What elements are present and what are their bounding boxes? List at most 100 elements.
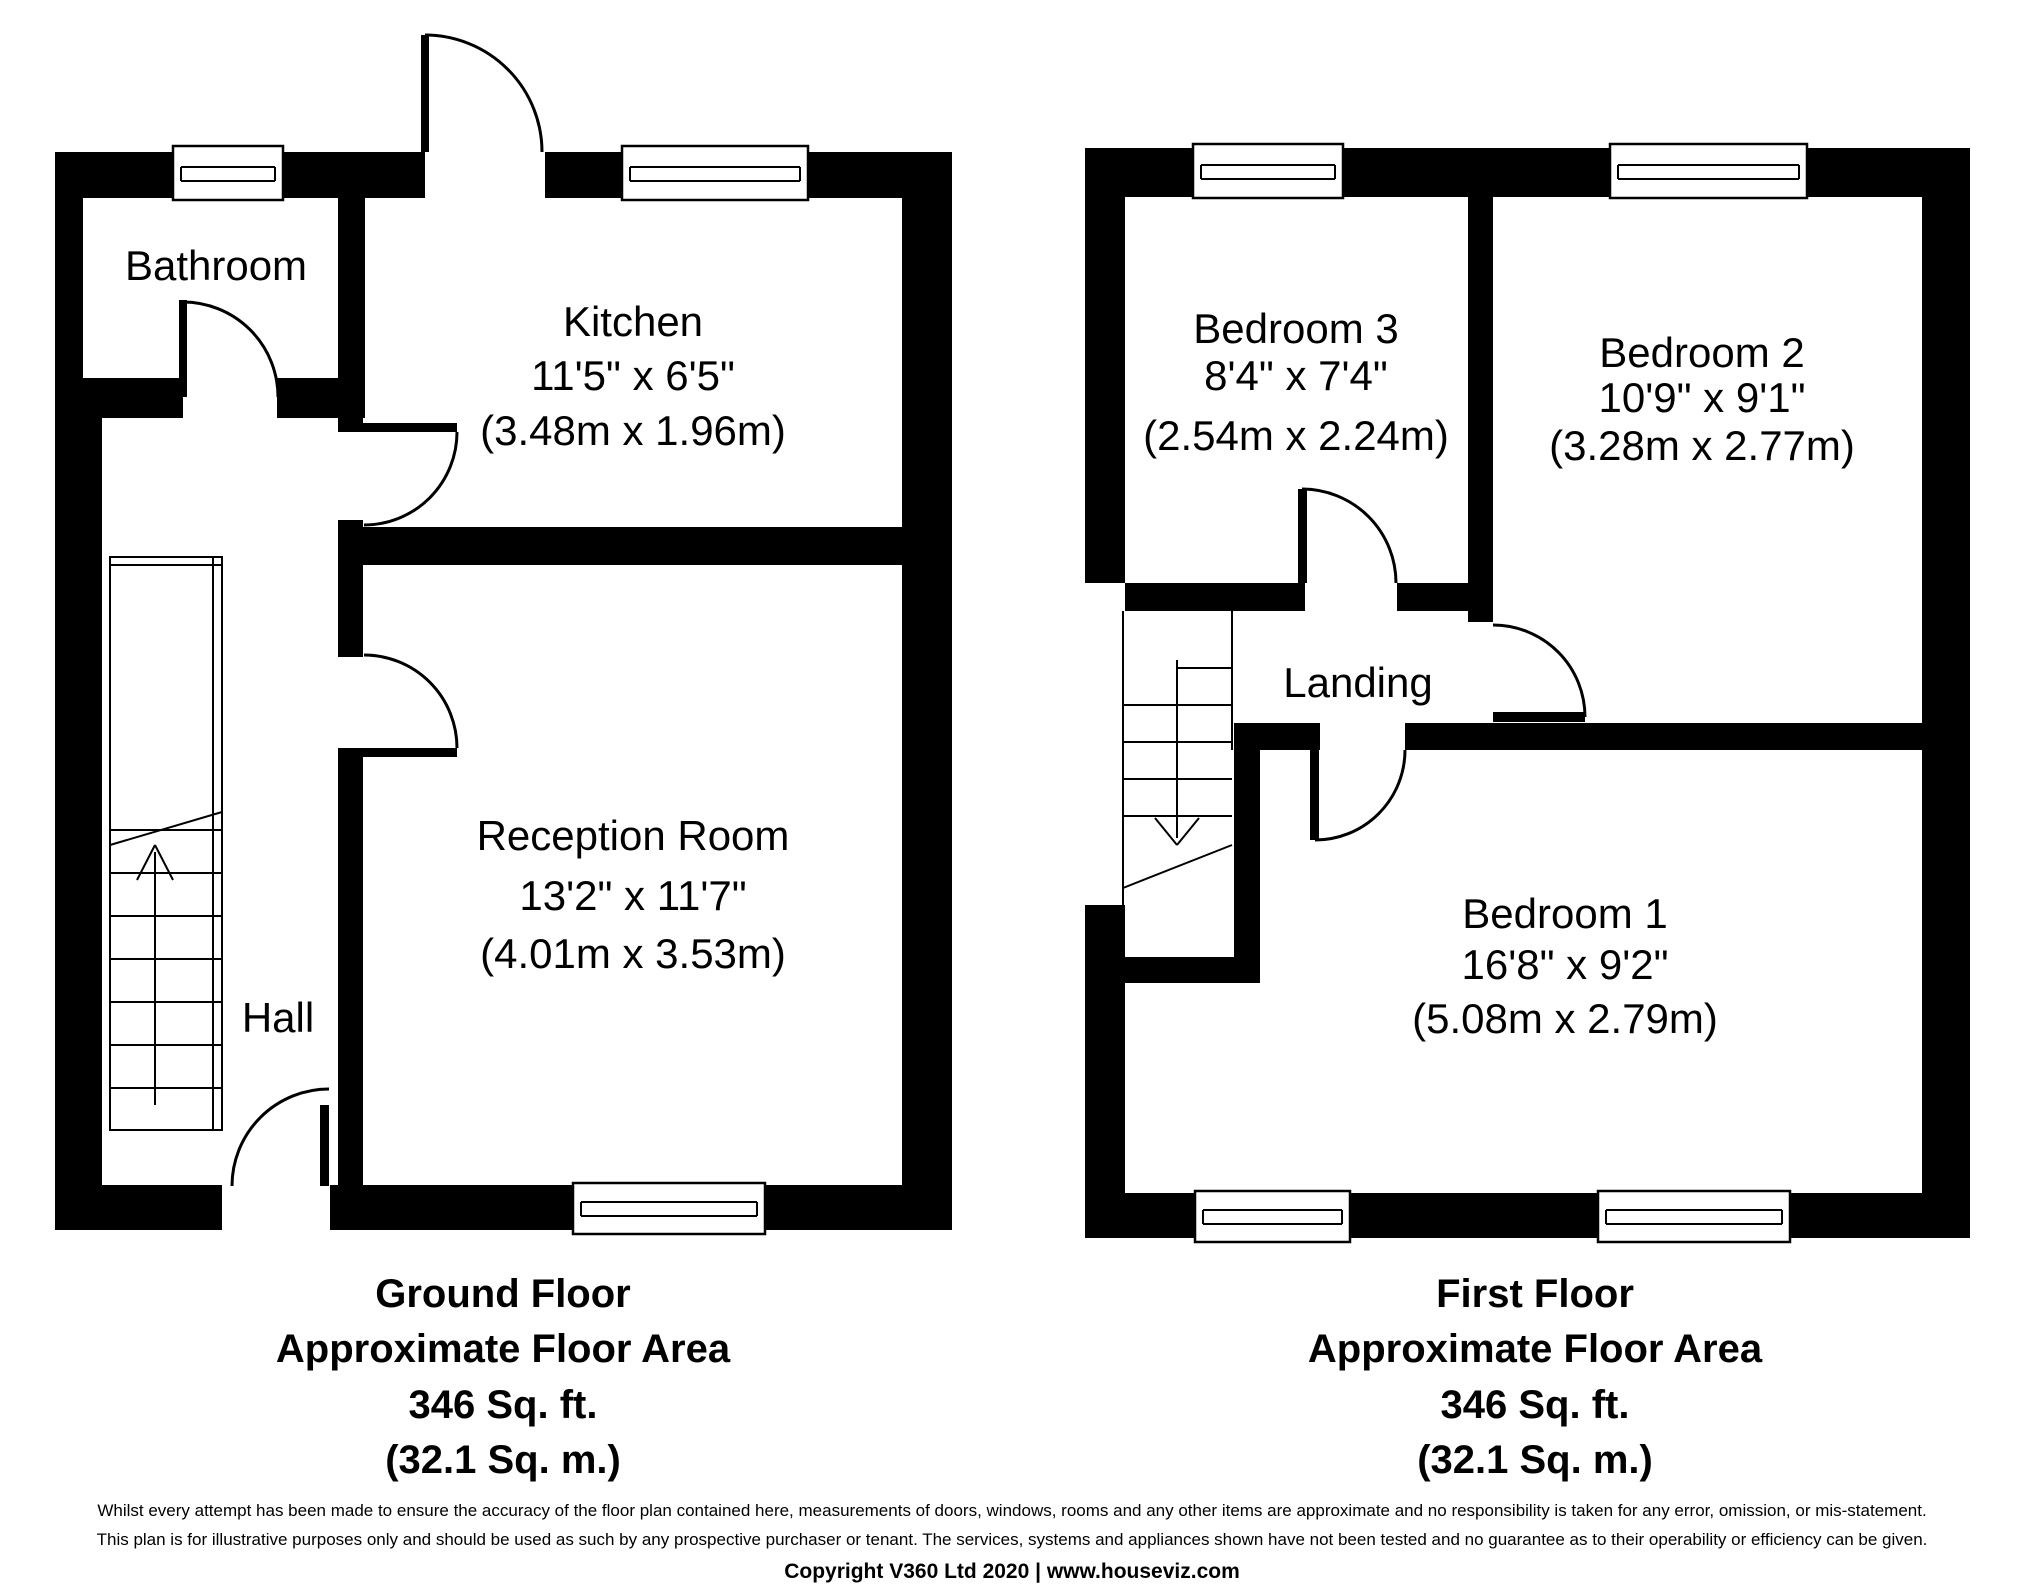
door-swing-arc [424,33,544,153]
wall [1922,148,1970,1238]
bedroom2-dims-m: (3.28m x 2.77m) [1549,422,1855,469]
reception-label: Reception Room 13'2" x 11'7" (4.01m x 3.… [477,812,790,977]
front-door [230,1087,330,1187]
bathroom-window [171,144,285,202]
stair-treads [110,829,222,1089]
reception-door [362,653,459,757]
reception-name: Reception Room [477,812,790,859]
wall [283,152,425,198]
window-glazing [580,1201,758,1217]
stair-break-line [109,811,223,846]
wall [1234,723,1320,750]
wall [55,152,83,400]
door-swing-arc [363,431,459,527]
wall [330,1185,573,1230]
wall [338,418,363,432]
kitchen-dims-m: (3.48m x 1.96m) [480,407,786,454]
first-caption-title: First Floor [1436,1272,1634,1316]
wall [338,520,363,657]
ground-floor-stairs [109,556,223,1131]
ground-floor-plan: Bathroom Kitchen 11'5" x 6'5" (3.48m x 1… [55,33,952,1482]
footer: Whilst every attempt has been made to en… [97,1501,1928,1583]
first-floor-caption: First Floor Approximate Floor Area 346 S… [1308,1272,1763,1482]
disclaimer-line-2: This plan is for illustrative purposes o… [97,1530,1928,1549]
wall [1085,905,1125,1238]
bedroom1-door [1310,749,1407,842]
stair-well-inner-lines [110,557,222,1130]
kitchen-door [362,423,459,527]
ground-floor-caption: Ground Floor Approximate Floor Area 346 … [276,1272,731,1482]
bedroom3-window [1191,142,1345,200]
door-leaf [320,1105,329,1186]
window-frame [620,144,810,202]
door-leaf [179,300,187,397]
wall [55,400,102,1230]
kitchen-dims-ft: 11'5" x 6'5" [531,352,735,399]
ground-caption-area-ft: 346 Sq. ft. [409,1383,598,1427]
door-swing-arc [230,1087,330,1187]
bedroom1-dims-ft: 16'8" x 9'2" [1462,941,1669,988]
stairs-down-arrow-icon [1154,660,1200,846]
window-glazing [1202,1209,1343,1225]
door-leaf [1493,712,1585,722]
first-floor-stairs [1122,611,1233,957]
window-frame [1191,142,1345,200]
bedroom3-dims-ft: 8'4" x 7'4" [1204,352,1388,399]
bathroom-door [179,300,280,398]
stairs-up-arrow-icon [136,844,174,1105]
bedroom2-window [1608,142,1809,200]
door-leaf [421,35,429,152]
wall [1343,148,1610,197]
window-glazing [1200,164,1336,180]
bedroom1-window-right [1596,1189,1792,1244]
bathroom-label: Bathroom [125,242,307,289]
bedroom2-label: Bedroom 2 10'9" x 9'1" (3.28m x 2.77m) [1549,329,1855,469]
stair-break-line [1122,844,1233,889]
bedroom2-door [1492,623,1587,722]
entrance-door-top [421,33,544,153]
door-leaf [362,423,457,432]
kitchen-label: Kitchen 11'5" x 6'5" (3.48m x 1.96m) [480,298,786,454]
door-swing-arc [363,653,459,749]
window-frame [1596,1189,1792,1244]
kitchen-window [620,144,810,202]
door-swing-arc [1301,487,1398,584]
first-caption-subtitle: Approximate Floor Area [1308,1327,1763,1371]
door-leaf [362,748,457,757]
wall [1085,148,1125,583]
first-floor-plan: Bedroom 3 8'4" x 7'4" (2.54m x 2.24m) Be… [1085,142,1970,1482]
window-frame [571,1181,767,1236]
bedroom2-dims-ft: 10'9" x 9'1" [1599,374,1806,421]
wall [83,378,183,418]
kitchen-name: Kitchen [563,298,703,345]
wall [362,527,902,565]
wall [1468,197,1493,622]
wall [1350,1193,1598,1238]
reception-dims-m: (4.01m x 3.53m) [480,930,786,977]
wall [338,748,363,1185]
hall-label: Hall [242,994,314,1041]
window-frame [171,144,285,202]
door-swing-arc [182,300,280,398]
door-swing-arc [1314,749,1407,842]
ground-caption-area-m: (32.1 Sq. m.) [385,1438,621,1482]
bedroom3-dims-m: (2.54m x 2.24m) [1143,412,1449,459]
bedroom1-dims-m: (5.08m x 2.79m) [1412,995,1718,1042]
first-caption-area-m: (32.1 Sq. m.) [1417,1438,1653,1482]
stair-well-outline [1122,611,1233,957]
door-leaf [1298,489,1307,583]
ground-caption-subtitle: Approximate Floor Area [276,1327,731,1371]
disclaimer-line-1: Whilst every attempt has been made to en… [97,1501,1926,1520]
wall [338,198,365,418]
bedroom1-name: Bedroom 1 [1462,890,1667,937]
wall [1125,583,1305,611]
bedroom3-name: Bedroom 3 [1193,305,1398,352]
door-leaf [1310,750,1319,840]
bedroom2-name: Bedroom 2 [1599,329,1804,376]
wall [902,152,952,1230]
stair-well-outline [109,556,223,1131]
wall [1125,957,1260,983]
window-glazing [1605,1209,1783,1225]
reception-dims-ft: 13'2" x 11'7" [519,872,746,919]
